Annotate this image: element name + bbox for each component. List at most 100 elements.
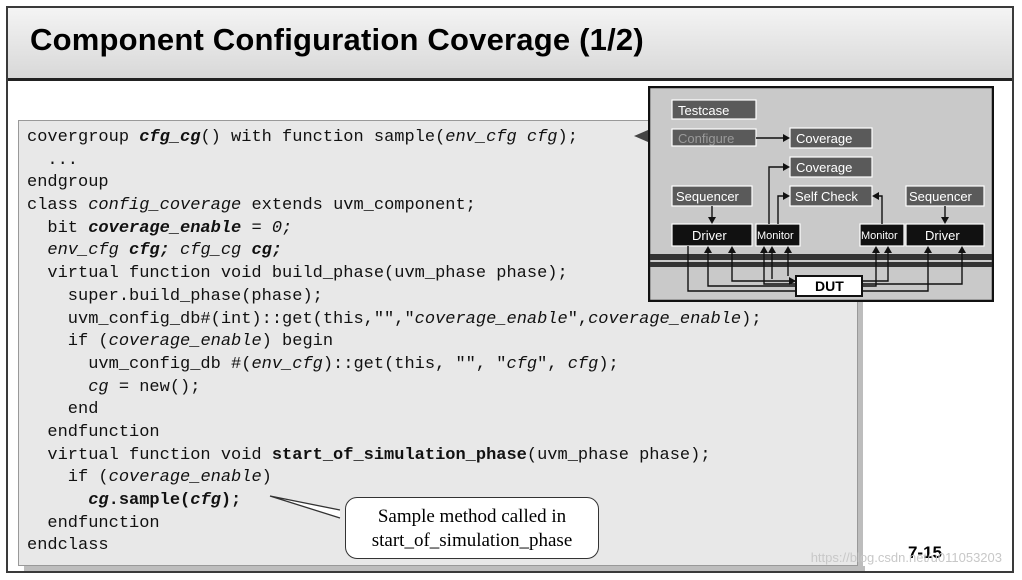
code-token: if (	[27, 332, 109, 352]
code-token: coverage_enable	[88, 218, 242, 238]
code-token: () with function sample(	[200, 128, 446, 147]
callout-line-2: start_of_simulation_phase	[371, 530, 573, 551]
code-token: ) begin	[261, 332, 334, 352]
code-token: virtual function void build_phase(uvm_ph…	[27, 264, 568, 284]
code-token: env_cfg	[47, 241, 130, 261]
monitor-left-label: Monitor	[757, 230, 794, 242]
callout-note: Sample method called in start_of_simulat…	[345, 497, 599, 559]
driver-right-label: Driver	[925, 228, 960, 243]
code-token: coverage_enable	[108, 468, 262, 488]
code-token: uvm_config_db #(	[27, 354, 252, 374]
code-token: cfg;	[129, 241, 170, 261]
code-line: cg = new();	[27, 377, 762, 400]
code-line: if (coverage_enable) begin	[27, 331, 762, 354]
code-token: covergroup	[27, 128, 140, 147]
driver-left-dut-1	[687, 246, 796, 292]
code-token: 0;	[271, 218, 293, 238]
monitor-right-dut-1	[862, 250, 877, 287]
code-line: cg.sample(cfg);	[27, 490, 762, 513]
code-token: endclass	[27, 536, 109, 556]
title-bar: Component Configuration Coverage (1/2)	[8, 8, 1012, 81]
code-token: config_coverage	[88, 196, 242, 216]
code-line: virtual function void build_phase(uvm_ph…	[27, 263, 762, 286]
code-token: end	[27, 400, 99, 420]
code-line: ...	[27, 150, 762, 173]
code-token: coverage_enable	[588, 309, 742, 329]
monitor-right-label: Monitor	[861, 230, 898, 242]
code-token: cfg	[506, 354, 538, 374]
code-line: end	[27, 399, 762, 422]
monitor-left-to-coverage2	[768, 166, 786, 224]
code-token: = new();	[108, 377, 201, 397]
code-token: cg	[88, 377, 109, 397]
code-token: ",	[567, 309, 589, 329]
code-line: endclass	[27, 535, 762, 558]
code-line: covergroup cfg_cg() with function sample…	[27, 127, 762, 150]
sequencer-right-label: Sequencer	[909, 189, 973, 204]
code-token: uvm_config_db#(int)::get(this,"","	[27, 309, 415, 329]
code-token	[27, 378, 88, 397]
self-check-label: Self Check	[795, 189, 858, 204]
code-token: );	[557, 128, 578, 147]
driver-right-dut-2	[862, 250, 963, 285]
code-token: (uvm_phase phase);	[526, 445, 711, 465]
driver-left-dut-2	[707, 250, 796, 287]
code-token: class	[27, 196, 89, 216]
coverage-label-1: Coverage	[796, 131, 852, 146]
code-token: );	[598, 354, 619, 374]
code-token: endgroup	[27, 173, 109, 193]
code-token: .sample(	[108, 491, 191, 510]
dut-label: DUT	[815, 278, 844, 294]
code-token: )	[261, 468, 272, 488]
configure-label: Configure	[678, 131, 734, 146]
driver-left-dut-3	[731, 250, 796, 282]
code-line: virtual function void start_of_simulatio…	[27, 445, 762, 468]
driver-right-dut-1	[862, 250, 929, 292]
bus-band-bottom	[650, 262, 992, 267]
code-line: uvm_config_db #(env_cfg)::get(this, "", …	[27, 354, 762, 377]
code-token: env_cfg cfg	[445, 128, 558, 147]
code-line: env_cfg cfg; cfg_cg cg;	[27, 240, 762, 263]
code-token	[27, 241, 47, 260]
code-token	[27, 491, 88, 510]
coverage-label-2: Coverage	[796, 160, 852, 175]
page-number: 7-15	[907, 543, 942, 562]
code-token: coverage_enable	[108, 332, 262, 352]
code-line: endfunction	[27, 422, 762, 445]
code-token: cfg_cg	[169, 241, 252, 261]
code-token: coverage_enable	[414, 309, 568, 329]
code-token: start_of_simulation_phase	[271, 445, 527, 465]
slide-title: Component Configuration Coverage (1/2)	[30, 22, 644, 57]
code-line: endgroup	[27, 172, 762, 195]
code-token: super.build_phase(phase);	[27, 286, 323, 306]
watermark: https://blog.csdn.net/u011053203	[810, 550, 1002, 565]
code-line: endfunction	[27, 513, 762, 536]
code-line: super.build_phase(phase);	[27, 286, 762, 309]
code-token: )::get(this, "", "	[322, 354, 507, 374]
arrow-heads	[704, 163, 966, 285]
code-token: endfunction	[27, 513, 160, 533]
driver-left-label: Driver	[692, 228, 727, 243]
code-token: env_cfg	[251, 354, 323, 374]
code-line: if (coverage_enable)	[27, 467, 762, 490]
bus-band-top	[650, 254, 992, 260]
testcase-box	[671, 99, 757, 120]
uvm-testbench-diagram: Testcase Configure Coverage Coverage Seq…	[648, 86, 994, 302]
code-token: extends uvm_component;	[241, 196, 476, 216]
code-token: cg;	[251, 241, 283, 261]
monitor-right-dut-2	[862, 250, 889, 282]
code-token: cfg_cg	[139, 128, 201, 147]
code-token: ...	[27, 150, 79, 170]
code-token: );	[220, 491, 242, 510]
configure-to-coverage-head	[783, 134, 790, 142]
monitor-left-dut-1	[763, 250, 796, 285]
code-token: =	[241, 218, 272, 238]
code-token: ",	[537, 354, 568, 374]
callout-line-1: Sample method called in	[377, 506, 567, 527]
code-listing: covergroup cfg_cg() with function sample…	[27, 127, 762, 558]
code-line: bit coverage_enable = 0;	[27, 218, 762, 241]
code-token: cfg	[567, 354, 599, 374]
code-line: class config_coverage extends uvm_compon…	[27, 195, 762, 218]
code-token: virtual function void	[27, 445, 272, 465]
code-token: );	[741, 309, 762, 329]
